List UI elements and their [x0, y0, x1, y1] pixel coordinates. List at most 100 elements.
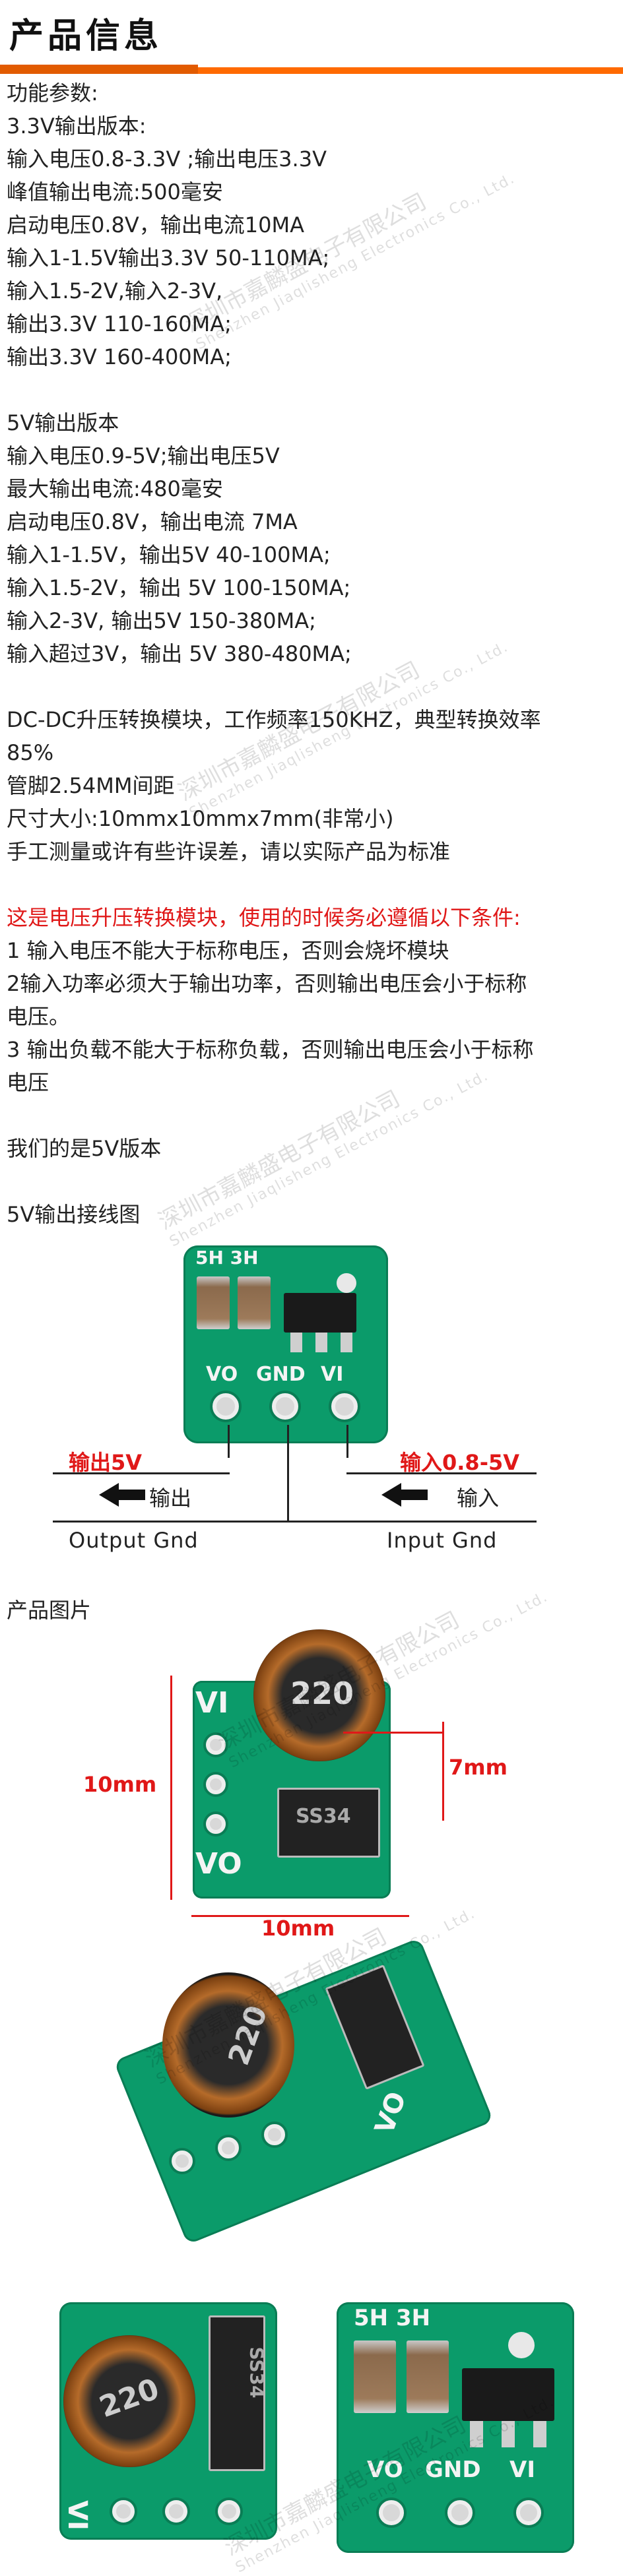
- pad-icon: [112, 2500, 135, 2523]
- warning-line: 3 输出负载不能大于标称负载，否则输出电压会小于标称: [7, 1037, 534, 1062]
- pad-icon: [165, 2500, 187, 2523]
- desc-line: 尺寸大小:10mmx10mmx7mm(非常小): [7, 806, 394, 831]
- v5-line: 输入1.5-2V，输出 5V 100-150MA;: [7, 575, 351, 600]
- wire-out: [53, 1472, 230, 1474]
- intro-line: 输入1-1.5V输出3.3V 50-110MA;: [7, 245, 330, 270]
- intro-line: 启动电压0.8V，输出电流10MA: [7, 212, 305, 237]
- wire-gnd: [287, 1425, 289, 1521]
- photos-title: 产品图片: [7, 1598, 92, 1623]
- desc-line: 85%: [7, 740, 54, 765]
- inductor-label: 220: [290, 1676, 354, 1711]
- pad-icon: [218, 2500, 240, 2523]
- pad-icon: [206, 1814, 226, 1834]
- wire-vo: [228, 1425, 230, 1458]
- input-arrow-label: 输入: [457, 1486, 500, 1511]
- pad-vo: [379, 2500, 404, 2525]
- warning-line: 电压: [7, 1070, 49, 1095]
- dimension-height-line: [170, 1676, 172, 1900]
- title-underline: [0, 67, 623, 74]
- arrow-left-shaft: [119, 1490, 145, 1500]
- wire-ground: [53, 1521, 537, 1523]
- version-note: 我们的是5V版本: [7, 1136, 162, 1161]
- diode-label: SS34: [246, 2346, 268, 2399]
- dimension-height-label: 10mm: [83, 1772, 157, 1797]
- inductor-icon: [253, 1629, 385, 1761]
- v5-line: 输入电压0.9-5V;输出电压5V: [7, 443, 280, 468]
- input-gnd-label: Input Gnd: [387, 1528, 498, 1553]
- page-title: 产品信息: [9, 16, 163, 56]
- silk-vi: VI: [195, 1686, 229, 1720]
- input-voltage-label: 输入0.8-5V: [400, 1450, 520, 1475]
- intro-line: 3.3V输出版本:: [7, 113, 147, 139]
- inductor-icon: [63, 2335, 195, 2467]
- inductor-icon: [162, 1972, 294, 2118]
- header: 产品信息: [0, 0, 623, 74]
- pad-icon: [218, 2137, 239, 2158]
- arrow-left-icon: [99, 1483, 119, 1507]
- intro-line: 功能参数:: [7, 80, 98, 106]
- pad-vi: [331, 1393, 358, 1420]
- diode-label: SS34: [296, 1805, 351, 1828]
- dimension-depth-line: [442, 1722, 444, 1821]
- dimension-depth-guide: [343, 1732, 443, 1734]
- pin-label-vi: VI: [321, 1363, 344, 1386]
- arrow-left-icon: [381, 1483, 401, 1507]
- capacitor-icon: [407, 2340, 449, 2413]
- output-arrow-label: 输出: [149, 1486, 192, 1511]
- pin-label-vi: VI: [509, 2457, 535, 2483]
- chip-pin-icon: [290, 1333, 302, 1352]
- chip-pin-icon: [341, 1333, 352, 1352]
- v5-line: 启动电压0.8V，输出电流 7MA: [7, 509, 298, 534]
- chip-pin-icon: [315, 1333, 327, 1352]
- chip-pin-icon: [533, 2421, 546, 2447]
- pad-gnd: [447, 2500, 473, 2525]
- warning-line: 电压。: [7, 1004, 71, 1029]
- pad-icon: [264, 2124, 285, 2145]
- output-gnd-label: Output Gnd: [69, 1528, 199, 1553]
- pcb-silk-top: 5H 3H: [354, 2305, 431, 2331]
- capacitor-icon: [197, 1276, 230, 1329]
- led-icon: [508, 2332, 535, 2358]
- wiring-title: 5V输出接线图: [7, 1202, 141, 1227]
- pad-icon: [206, 1735, 226, 1755]
- warning-line: 2输入功率必须大于输出功率，否则输出电压会小于标称: [7, 971, 527, 996]
- dimension-width-line: [191, 1915, 409, 1917]
- intro-line: 输出3.3V 110-160MA;: [7, 311, 232, 336]
- pad-icon: [206, 1775, 226, 1794]
- intro-line: 输入电压0.8-3.3V ;输出电压3.3V: [7, 146, 327, 172]
- pad-gnd: [272, 1393, 298, 1420]
- diode-icon: [209, 2315, 265, 2471]
- pin-label-gnd: GND: [256, 1363, 306, 1386]
- diode-icon: [277, 1788, 380, 1858]
- intro-line: 输入1.5-2V,输入2-3V,: [7, 278, 223, 303]
- warning-title: 这是电压升压转换模块，使用的时候务必遵循以下条件:: [7, 905, 521, 930]
- led-icon: [337, 1273, 356, 1293]
- wire-vi: [346, 1425, 348, 1458]
- v5-line: 输入1-1.5V，输出5V 40-100MA;: [7, 542, 331, 567]
- dimension-depth-label: 7mm: [449, 1755, 508, 1780]
- v5-line: 最大输出电流:480毫安: [7, 476, 223, 501]
- arrow-left-shaft: [401, 1490, 428, 1500]
- capacitor-icon: [354, 2340, 396, 2413]
- wire-in: [346, 1472, 537, 1474]
- regulator-chip-icon: [284, 1293, 356, 1333]
- chip-pin-icon: [502, 2421, 515, 2447]
- pin-label-vo: VO: [367, 2457, 403, 2483]
- warning-line: 1 输入电压不能大于标称电压，否则会烧坏模块: [7, 938, 449, 963]
- intro-line: 峰值输出电流:500毫安: [7, 179, 223, 204]
- pcb-silk-top: 5H 3H: [195, 1247, 259, 1269]
- dimension-width-label: 10mm: [261, 1916, 335, 1941]
- pin-label-gnd: GND: [425, 2457, 481, 2483]
- desc-line: DC-DC升压转换模块，工作频率150KHZ，典型转换效率: [7, 707, 541, 732]
- v5-line: 5V输出版本: [7, 410, 119, 435]
- desc-line: 手工测量或许有些许误差，请以实际产品为标准: [7, 839, 451, 864]
- silk-vo: VO: [195, 1847, 242, 1881]
- title-underline-accent: [0, 65, 198, 74]
- desc-line: 管脚2.54MM间距: [7, 773, 175, 798]
- silk-vi: VI: [61, 2500, 92, 2530]
- pad-vo: [213, 1393, 239, 1420]
- v5-line: 输入2-3V, 输出5V 150-380MA;: [7, 608, 316, 633]
- intro-line: 输出3.3V 160-400MA;: [7, 344, 232, 369]
- output-voltage-label: 输出5V: [69, 1450, 143, 1475]
- capacitor-icon: [238, 1276, 271, 1329]
